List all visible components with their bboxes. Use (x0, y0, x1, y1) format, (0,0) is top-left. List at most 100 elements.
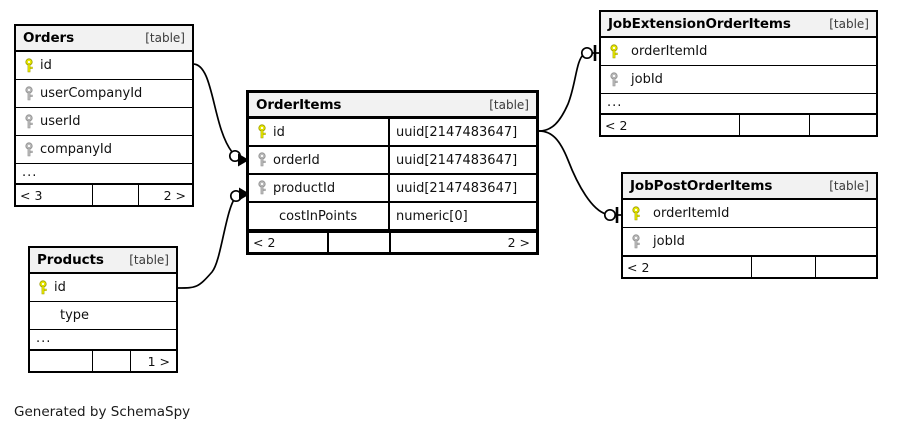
column-name-cell: orderItemId (601, 38, 876, 65)
footer-middle (92, 351, 130, 371)
column-row[interactable]: orderItemId (601, 38, 876, 66)
table-footer-jobextensionorderitems: < 2 (601, 114, 876, 135)
footer-incoming-count[interactable] (30, 351, 92, 371)
column-row[interactable]: orderId uuid[2147483647] (249, 147, 536, 175)
more-columns-row[interactable]: ... (30, 330, 176, 350)
table-tag-products: [table] (129, 253, 169, 267)
footer-incoming-count[interactable]: < 2 (253, 235, 276, 250)
footer-middle (327, 233, 389, 252)
column-label: orderItemId (653, 206, 730, 221)
column-name-cell: userId (16, 108, 192, 135)
table-title-jobpostorderitems: JobPostOrderItems (630, 178, 773, 194)
column-name-cell: id (16, 52, 192, 79)
table-header-jobextensionorderitems: JobExtensionOrderItems [table] (601, 12, 876, 38)
foreign-key-icon (25, 85, 33, 100)
primary-key-icon (39, 279, 47, 294)
primary-key-icon (632, 205, 640, 220)
table-tag-orderitems: [table] (489, 97, 529, 112)
table-title-orders: Orders (23, 30, 75, 46)
column-label: userCompanyId (40, 86, 143, 101)
table-products[interactable]: Products [table] id type ... (28, 246, 178, 373)
ellipsis-label: ... (36, 331, 52, 346)
table-tag-orders: [table] (145, 31, 185, 45)
column-name-cell: jobId (601, 66, 876, 93)
table-orders[interactable]: Orders [table] id (14, 24, 194, 207)
column-type-cell: uuid[2147483647] (388, 147, 536, 173)
foreign-key-icon (25, 113, 33, 128)
column-name-cell: orderItemId (623, 200, 876, 227)
foreign-key-icon (632, 233, 640, 248)
foreign-key-icon (25, 141, 33, 156)
column-row[interactable]: companyId (16, 136, 192, 164)
column-label: type (60, 308, 90, 323)
footer-outgoing-count[interactable] (815, 257, 876, 277)
footer-incoming-count[interactable]: < 3 (20, 187, 43, 203)
footer-middle (739, 115, 809, 135)
column-row[interactable]: productId uuid[2147483647] (249, 175, 536, 203)
edge-orders-to-orderitems (192, 63, 250, 167)
table-header-products: Products [table] (30, 248, 176, 274)
table-footer-orders: < 3 2 > (16, 184, 192, 205)
footer-outgoing-count[interactable]: 1 > (130, 351, 176, 371)
footer-outgoing-count[interactable] (809, 115, 876, 135)
table-tag-jobpostorderitems: [table] (829, 179, 869, 193)
footer-outgoing-count[interactable]: 2 > (138, 185, 192, 205)
column-row[interactable]: userId (16, 108, 192, 136)
table-footer-jobpostorderitems: < 2 (623, 256, 876, 277)
edge-orderitems-to-jobpostorderitems (538, 130, 621, 223)
footer-incoming-count[interactable]: < 2 (627, 259, 650, 275)
column-row[interactable]: userCompanyId (16, 80, 192, 108)
column-name-cell: jobId (623, 228, 876, 255)
more-columns-row[interactable]: ... (16, 164, 192, 184)
primary-key-icon (258, 124, 266, 139)
column-label: productId (273, 180, 336, 196)
footer-incoming-count[interactable]: < 2 (605, 117, 628, 133)
column-label: jobId (631, 72, 663, 87)
table-tag-jobextensionorderitems: [table] (829, 17, 869, 31)
column-name-cell: type (30, 302, 176, 329)
foreign-key-icon (258, 180, 266, 195)
table-header-jobpostorderitems: JobPostOrderItems [table] (623, 174, 876, 200)
footer-outgoing-count[interactable]: 2 > (389, 233, 536, 252)
table-jobextensionorderitems[interactable]: JobExtensionOrderItems [table] orderItem… (599, 10, 878, 137)
edge-orderitems-to-jobextensionorderitems (538, 45, 599, 132)
table-orderitems[interactable]: OrderItems [table] id uuid[2147483647] (246, 90, 539, 255)
column-row[interactable]: orderItemId (623, 200, 876, 228)
more-columns-row[interactable]: ... (601, 94, 876, 114)
column-name-cell: id (30, 274, 176, 301)
column-row[interactable]: id uuid[2147483647] (249, 119, 536, 147)
generated-by-caption: Generated by SchemaSpy (14, 404, 191, 420)
column-name-cell: costInPoints (249, 203, 388, 229)
column-row[interactable]: jobId (623, 228, 876, 256)
column-row[interactable]: type (30, 302, 176, 330)
column-label: companyId (40, 142, 113, 157)
ellipsis-label: ... (22, 165, 38, 180)
table-footer-products: 1 > (30, 350, 176, 371)
table-header-orders: Orders [table] (16, 26, 192, 52)
column-row[interactable]: id (16, 52, 192, 80)
foreign-key-icon (610, 71, 618, 86)
footer-middle (751, 257, 815, 277)
column-name-cell: userCompanyId (16, 80, 192, 107)
foreign-key-icon (258, 152, 266, 167)
column-name-cell: orderId (249, 147, 388, 173)
column-type-cell: numeric[0] (388, 203, 536, 229)
column-row[interactable]: id (30, 274, 176, 302)
table-title-products: Products (37, 252, 104, 268)
column-row[interactable]: costInPoints numeric[0] (249, 203, 536, 231)
column-name-cell: companyId (16, 136, 192, 163)
column-row[interactable]: jobId (601, 66, 876, 94)
column-name-cell: productId (249, 175, 388, 201)
table-header-orderitems: OrderItems [table] (249, 93, 536, 119)
ellipsis-label: ... (607, 95, 623, 110)
table-title-jobextensionorderitems: JobExtensionOrderItems (608, 16, 791, 32)
table-jobpostorderitems[interactable]: JobPostOrderItems [table] orderItemId (621, 172, 878, 279)
table-title-orderitems: OrderItems (256, 96, 342, 113)
column-label: id (273, 124, 285, 140)
column-type-cell: uuid[2147483647] (388, 175, 536, 201)
column-label: costInPoints (279, 208, 358, 224)
primary-key-icon (610, 43, 618, 58)
column-label: id (54, 280, 66, 295)
column-label: id (40, 58, 52, 73)
